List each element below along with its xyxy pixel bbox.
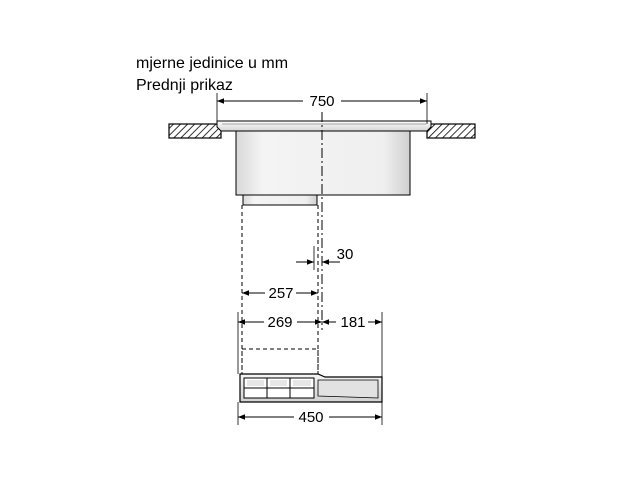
duct-connector: [242, 194, 318, 206]
dimension-duct-inner-value: 257: [268, 285, 293, 302]
dimension-right-offset: 181: [322, 314, 382, 331]
dimension-overall-width-value: 750: [309, 93, 334, 110]
hob-body: [235, 130, 411, 196]
view-label: Prednji prikaz: [136, 77, 233, 94]
dimension-duct-outer: 269: [238, 314, 322, 331]
dimension-offset-small: 30: [296, 246, 354, 265]
dimension-right-offset-value: 181: [340, 314, 365, 331]
units-label: mjerne jedinice u mm: [136, 55, 288, 72]
fan-unit: [239, 373, 383, 403]
dimension-base-width: 450: [238, 409, 382, 426]
dimension-duct-inner: 257: [242, 285, 318, 302]
dimension-duct-outer-value: 269: [267, 314, 292, 331]
hob-top-plate: [216, 120, 432, 132]
worktop-left: [168, 123, 222, 139]
dimension-base-width-value: 450: [298, 409, 323, 426]
dimension-offset-small-value: 30: [337, 246, 354, 263]
worktop-right: [426, 123, 476, 139]
duct-dashed-outline: [241, 205, 319, 375]
dimension-overall-width: 750: [217, 93, 427, 110]
